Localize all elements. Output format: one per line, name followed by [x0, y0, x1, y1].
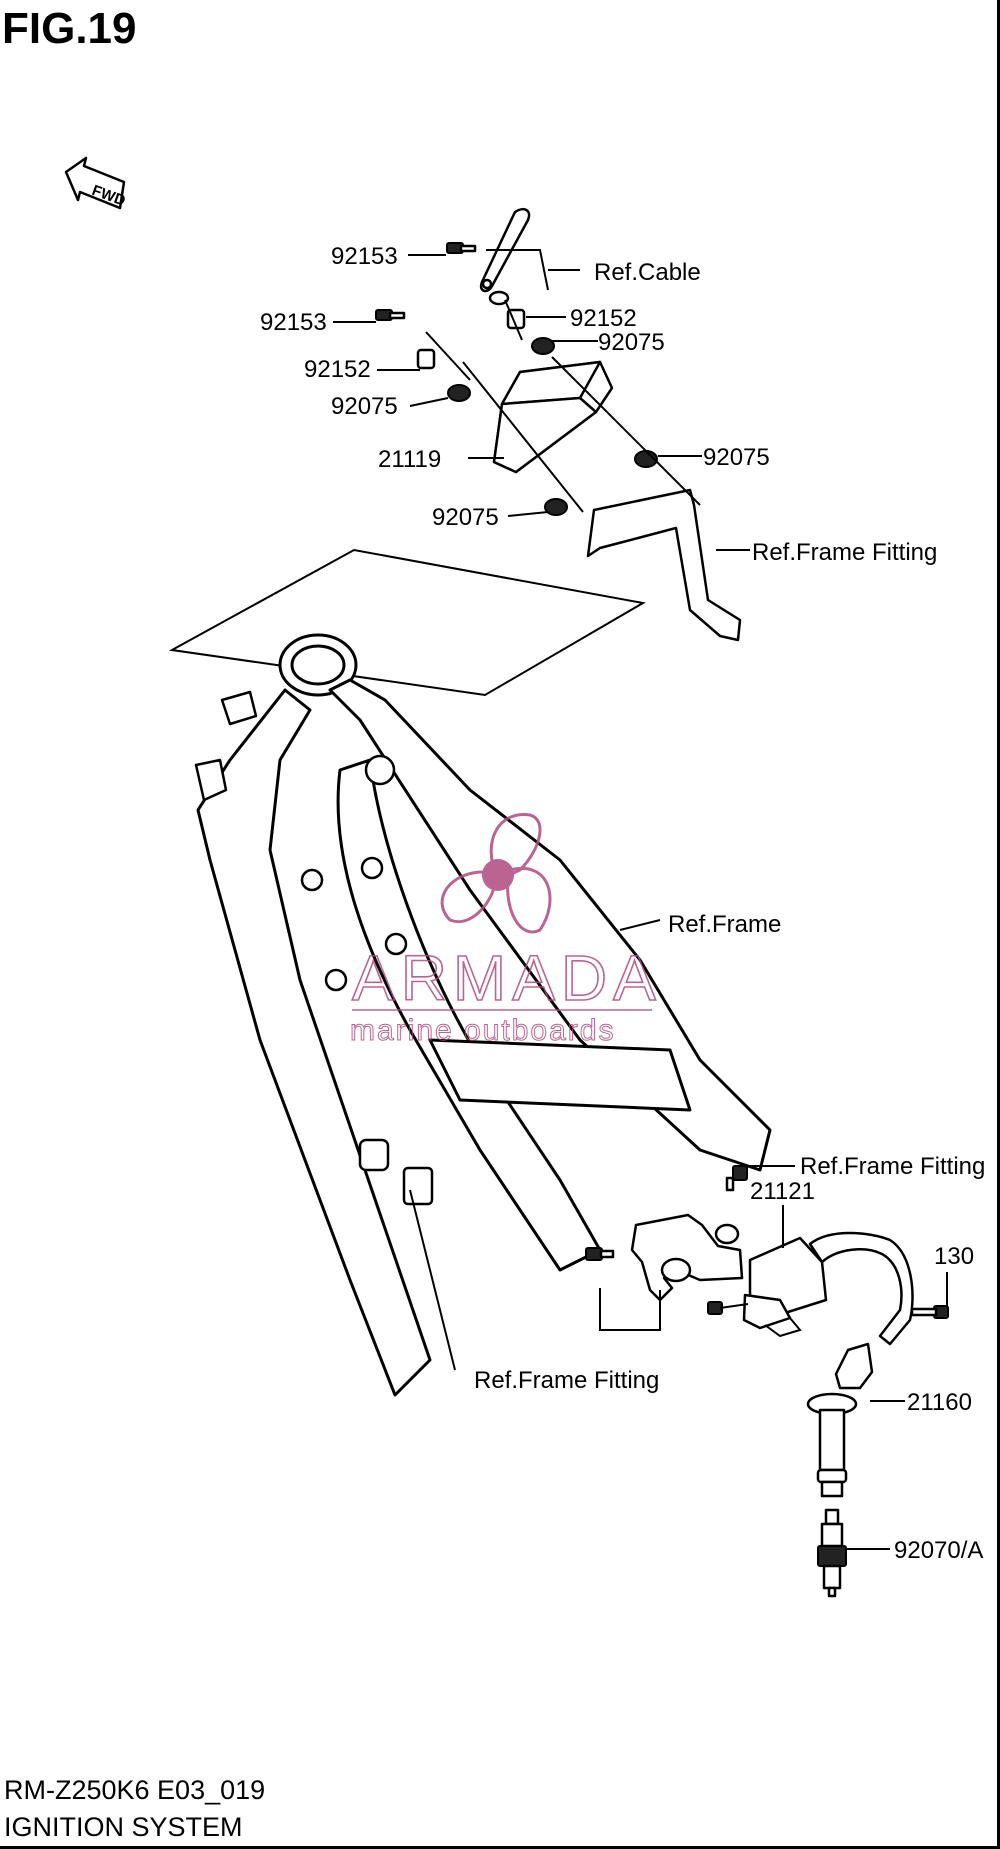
callout-ref-frame-fitting-top: Ref.Frame Fitting: [752, 539, 937, 566]
bolt-icon: [910, 1305, 949, 1319]
callout-92070A: 92070/A: [894, 1537, 983, 1564]
high-tension-lead: [808, 1231, 914, 1346]
callout-21121: 21121: [750, 1178, 815, 1205]
callout-ref-frame: Ref.Frame: [668, 911, 781, 938]
callout-92075-a: 92075: [598, 329, 665, 356]
damper-icon: [544, 498, 568, 516]
model-code: RM-Z250K6 E03_019: [4, 1775, 266, 1805]
detail-outline-box: [168, 548, 646, 697]
callout-ref-frame-fitting-bottom: Ref.Frame Fitting: [474, 1367, 659, 1394]
callout-92075-b: 92075: [331, 393, 398, 420]
callout-ref-cable: Ref.Cable: [594, 259, 701, 286]
armada-watermark: ARMADA marine outboards: [350, 812, 662, 1048]
callout-130: 130: [934, 1243, 974, 1270]
callout-21119: 21119: [378, 446, 441, 473]
collar-icon: [416, 348, 436, 370]
callout-92075-d: 92075: [432, 504, 499, 531]
watermark-tagline: marine outboards: [350, 1014, 615, 1047]
spark-plug-cap: [806, 1342, 874, 1498]
callout-92153-a: 92153: [331, 243, 398, 270]
frame-border-right: [997, 0, 1000, 1849]
cable-eye: [481, 278, 493, 290]
cdi-unit: [492, 360, 614, 474]
figure-title: FIG.19: [2, 4, 137, 53]
watermark-brand: ARMADA: [352, 942, 662, 1014]
cdi-assembly-group: [375, 208, 742, 642]
callout-92153-b: 92153: [260, 309, 327, 336]
frame-border-bottom: [0, 1846, 1000, 1849]
propeller-logo-icon: [440, 812, 552, 934]
cable-ring: [488, 290, 510, 306]
spark-plug: [817, 1508, 847, 1598]
fwd-arrow-icon: FWD: [64, 156, 128, 210]
callout-ref-frame-fitting-right: Ref.Frame Fitting: [800, 1153, 985, 1180]
damper-icon: [531, 337, 555, 355]
bolt-icon: [446, 242, 477, 254]
system-name: IGNITION SYSTEM: [4, 1812, 243, 1842]
callout-labels: 92153 92153 92152 92152 92075 92075 9207…: [260, 243, 985, 1564]
leader-lines: [333, 254, 948, 1550]
cdi-mounting-bracket: [586, 488, 742, 642]
callout-92075-c: 92075: [703, 444, 770, 471]
bolt-icon: [585, 1247, 615, 1261]
callout-92152-a: 92152: [570, 305, 637, 332]
motorcycle-frame: [194, 633, 772, 1397]
callout-21160: 21160: [907, 1389, 972, 1416]
callout-92152-b: 92152: [304, 356, 371, 383]
ignition-coil-group: [585, 1165, 949, 1598]
bolt-icon: [375, 309, 406, 321]
damper-icon: [447, 384, 471, 402]
bolt-icon: [725, 1165, 748, 1192]
